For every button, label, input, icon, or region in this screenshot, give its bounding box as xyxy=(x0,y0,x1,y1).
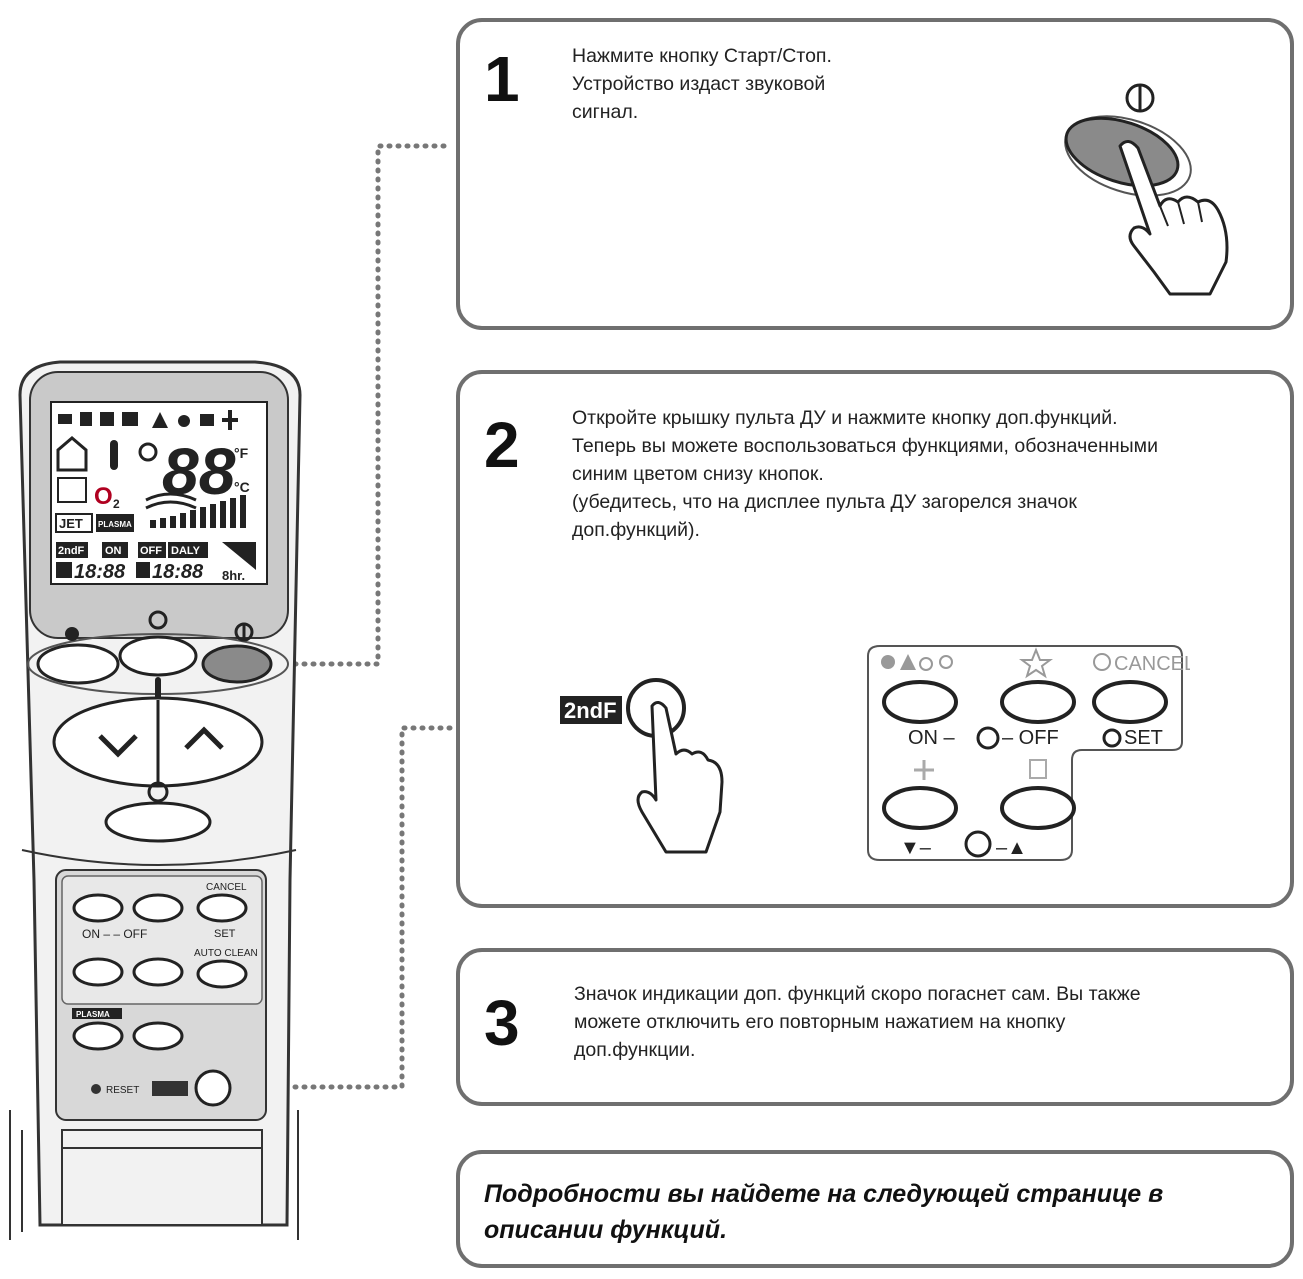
up-label: –▲ xyxy=(996,837,1027,859)
swing-icon xyxy=(65,627,79,641)
on-label: ON – xyxy=(908,727,956,749)
function-buttons-panel: CANCEL ON – – OFF SET ▼– –▲ xyxy=(867,645,1190,861)
down-label: ▼– xyxy=(900,837,932,859)
temp-up-button[interactable] xyxy=(184,726,224,750)
clock-icon xyxy=(976,726,1000,750)
lcd-mode-icons xyxy=(58,410,238,430)
cancel-label: CANCEL xyxy=(1114,653,1190,675)
step-2-text: Откройте крышку пульта ДУ и нажмите кноп… xyxy=(572,407,1158,541)
remote-swing-button[interactable] xyxy=(36,643,120,685)
remote-time-down-button[interactable] xyxy=(72,957,124,987)
remote-time-up-button[interactable] xyxy=(132,957,184,987)
panel-set-label: SET xyxy=(214,928,236,940)
remote-favourite-button[interactable] xyxy=(132,893,184,923)
remote-2ndf-button[interactable] xyxy=(194,1069,232,1107)
lcd-temperature: 88 xyxy=(162,434,236,508)
remote-autoclean-button[interactable] xyxy=(196,959,248,989)
reset-hole[interactable] xyxy=(91,1084,101,1094)
time-down-button[interactable] xyxy=(882,786,958,830)
step-2-number: 2 xyxy=(484,409,520,481)
remote-mode-button[interactable] xyxy=(118,635,198,677)
lcd-plasma: PLASMA xyxy=(98,520,132,529)
clock-icon xyxy=(1093,653,1111,671)
lcd-fan-speed-bars xyxy=(150,495,246,528)
temp-down-button[interactable] xyxy=(98,734,138,758)
step-3-text: Значок индикации доп. функций скоро пога… xyxy=(574,983,1141,1061)
lcd-2ndf: 2ndF xyxy=(58,545,85,557)
off-label: – OFF xyxy=(1002,727,1059,749)
remote-mode-set-button[interactable] xyxy=(72,893,124,923)
lcd-o2: O xyxy=(94,483,113,510)
cancel-button[interactable] xyxy=(1092,680,1168,724)
press-power-illustration xyxy=(1064,83,1229,296)
lcd-off: OFF xyxy=(140,545,162,557)
lcd-time-right: 18:88 xyxy=(152,561,204,583)
lcd-daily: DALY xyxy=(171,545,201,557)
panel-onoff-label: ON – – OFF xyxy=(82,927,147,941)
plus-icon xyxy=(914,760,934,780)
connector-lines xyxy=(229,143,455,1090)
remote-power-button[interactable] xyxy=(201,644,273,684)
mode-icon xyxy=(148,610,168,630)
lcd-hours: 8hr. xyxy=(222,568,245,583)
step-3-number: 3 xyxy=(484,987,520,1059)
panel-autoclean-label: AUTO CLEAN xyxy=(194,948,258,959)
pressing-hand xyxy=(1118,140,1229,296)
lcd-time-left: 18:88 xyxy=(74,561,126,583)
pressing-hand xyxy=(636,701,724,854)
step-1-box: 1 Нажмите кнопку Старт/Стоп. Устройство … xyxy=(456,18,1294,330)
clock-icon xyxy=(1102,728,1122,748)
step-3-box: 3 Значок индикации доп. функций скоро по… xyxy=(456,948,1294,1106)
remote-plasma-button[interactable] xyxy=(72,1021,124,1051)
house-icon xyxy=(56,436,88,472)
thermometer-icon xyxy=(110,440,118,470)
2ndf-label: 2ndF xyxy=(564,698,617,723)
remote-fan-speed-button[interactable] xyxy=(104,801,212,843)
remote-light-button[interactable] xyxy=(132,1021,184,1051)
lcd-jet: JET xyxy=(59,516,83,531)
press-2ndf-illustration: 2ndF xyxy=(560,678,724,854)
panel-reset-label: RESET xyxy=(106,1085,139,1096)
panel-plasma-label: PLASMA xyxy=(76,1010,110,1019)
step-1-number: 1 xyxy=(484,43,520,115)
set-label: SET xyxy=(1124,727,1163,749)
lcd-unit-c: °C xyxy=(234,479,250,495)
remote-cancel-button[interactable] xyxy=(196,893,248,923)
lcd-o2-sub: 2 xyxy=(113,497,120,511)
lcd-unit-f: °F xyxy=(234,445,249,461)
fan-speed-icon xyxy=(147,781,169,803)
details-note-box: Подробности вы найдете на следующей стра… xyxy=(456,1150,1294,1268)
favourite-button[interactable] xyxy=(1000,680,1076,724)
home-icon xyxy=(1029,759,1047,779)
mode-button[interactable] xyxy=(882,680,958,724)
lcd-on: ON xyxy=(105,545,122,557)
step-2-box: 2 Откройте крышку пульта ДУ и нажмите кн… xyxy=(456,370,1294,908)
time-up-button[interactable] xyxy=(1000,786,1076,830)
mode-icons xyxy=(881,654,953,671)
alarm-clock-icon xyxy=(964,830,992,858)
step-1-text: Нажмите кнопку Старт/Стоп. Устройство из… xyxy=(572,45,832,123)
details-note-text: Подробности вы найдете на следующей стра… xyxy=(484,1180,1164,1244)
star-icon xyxy=(1019,647,1053,679)
panel-cancel-label: CANCEL xyxy=(206,882,247,893)
battery-lid xyxy=(61,1129,263,1226)
